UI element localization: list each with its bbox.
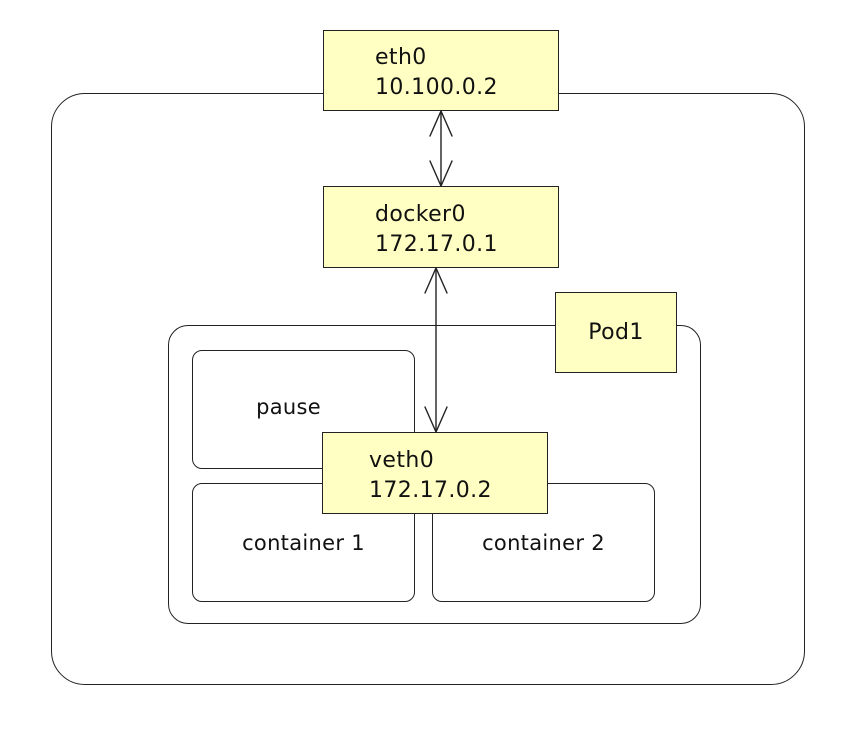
eth0-ip: 10.100.0.2 [375,75,498,100]
container-1-label: container 1 [242,530,365,555]
docker0-ip: 172.17.0.1 [375,232,498,257]
docker0-bridge: docker0 172.17.0.1 [323,186,559,268]
docker0-name: docker0 [375,202,466,227]
eth0-interface: eth0 10.100.0.2 [323,30,559,111]
pod1-label: Pod1 [588,319,644,345]
container-2-label: container 2 [482,530,605,555]
pod1-label-box: Pod1 [555,292,677,373]
eth0-docker0-connector [429,110,453,187]
veth0-interface: veth0 172.17.0.2 [322,432,548,514]
eth0-name: eth0 [375,45,427,70]
veth0-name: veth0 [369,448,435,473]
pause-container-label: pause [256,394,321,419]
docker0-veth0-connector [424,267,448,433]
veth0-ip: 172.17.0.2 [369,478,492,503]
